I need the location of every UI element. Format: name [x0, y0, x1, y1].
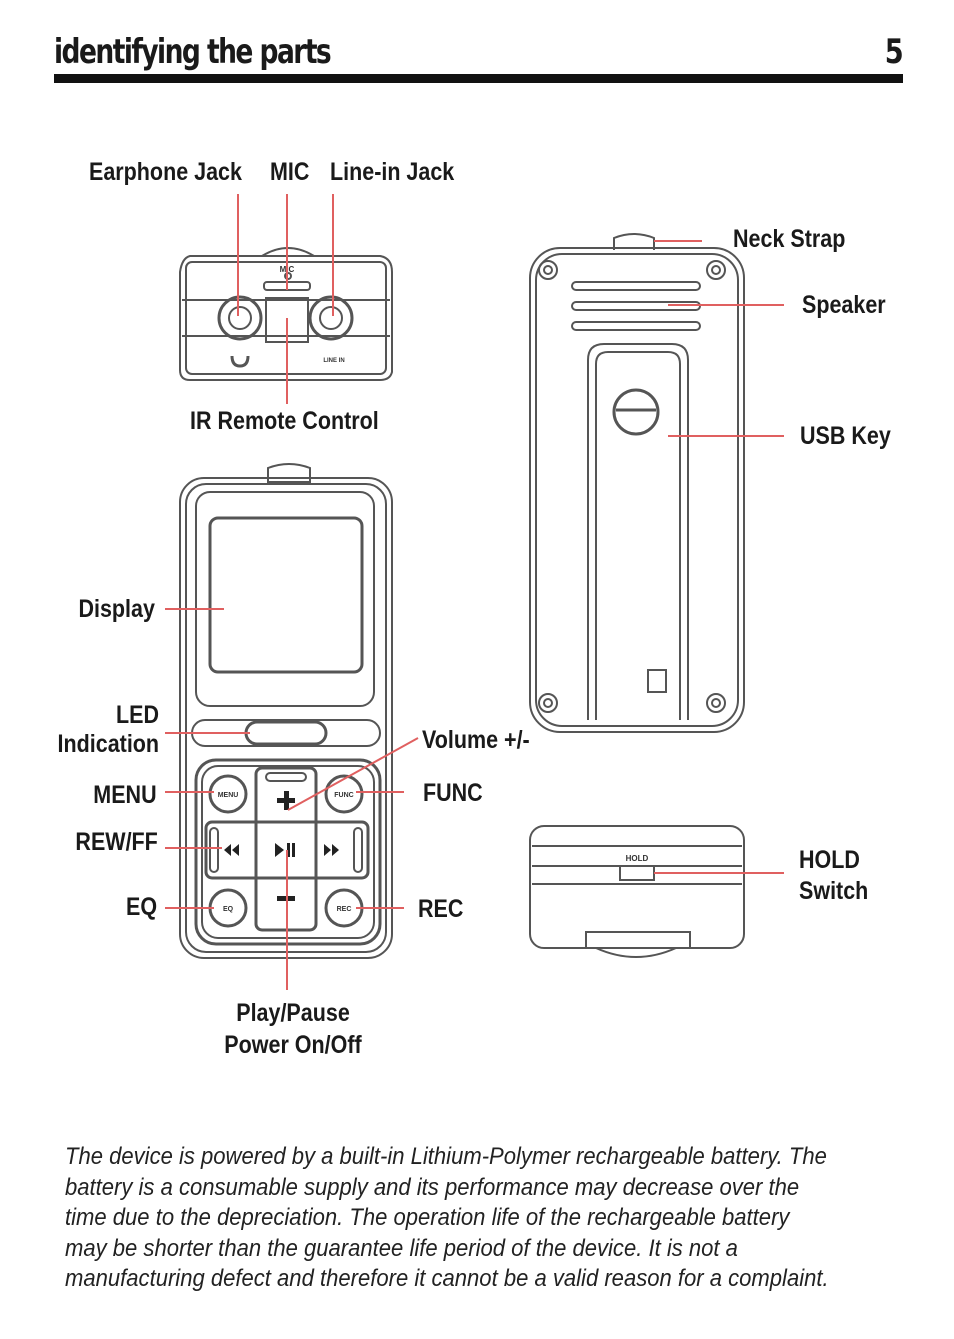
- page-number: 5: [885, 32, 904, 72]
- label-rew-ff: REW/FF: [75, 828, 158, 856]
- label-volume: Volume +/-: [422, 726, 530, 754]
- header-rule: [54, 74, 903, 83]
- page-title: identifying the parts: [54, 32, 332, 72]
- top-view-device: [179, 247, 393, 381]
- line-in-marking: LINE IN: [323, 358, 344, 364]
- label-display: Display: [78, 595, 155, 623]
- hold-marking: HOLD: [626, 854, 649, 863]
- label-power-on-off: Power On/Off: [224, 1031, 362, 1059]
- label-mic: MIC: [270, 158, 310, 186]
- label-play-pause: Play/Pause: [236, 999, 350, 1027]
- label-neck-strap: Neck Strap: [733, 225, 846, 253]
- label-hold-line1: HOLD: [799, 846, 860, 874]
- eq-marking: EQ: [223, 906, 234, 913]
- bottom-view-device: [529, 825, 745, 958]
- rec-marking: REC: [337, 906, 352, 913]
- label-func: FUNC: [423, 779, 483, 807]
- func-marking: FUNC: [334, 792, 353, 799]
- label-eq: EQ: [125, 893, 157, 921]
- menu-marking: MENU: [218, 792, 239, 799]
- label-led-line1: LED: [116, 701, 159, 729]
- label-usb-key: USB Key: [800, 422, 891, 450]
- back-view-device: [529, 233, 745, 733]
- label-line-in-jack: Line-in Jack: [330, 158, 455, 186]
- callout-lines: [165, 194, 784, 990]
- battery-note: The device is powered by a built-in Lith…: [65, 1143, 829, 1292]
- label-menu: MENU: [93, 781, 157, 809]
- label-rec: REC: [418, 895, 464, 923]
- label-hold-line2: Switch: [799, 877, 869, 905]
- label-earphone-jack: Earphone Jack: [89, 158, 242, 186]
- label-led-line2: Indication: [57, 730, 159, 758]
- label-ir-remote-control: IR Remote Control: [190, 407, 379, 435]
- label-speaker: Speaker: [802, 291, 886, 319]
